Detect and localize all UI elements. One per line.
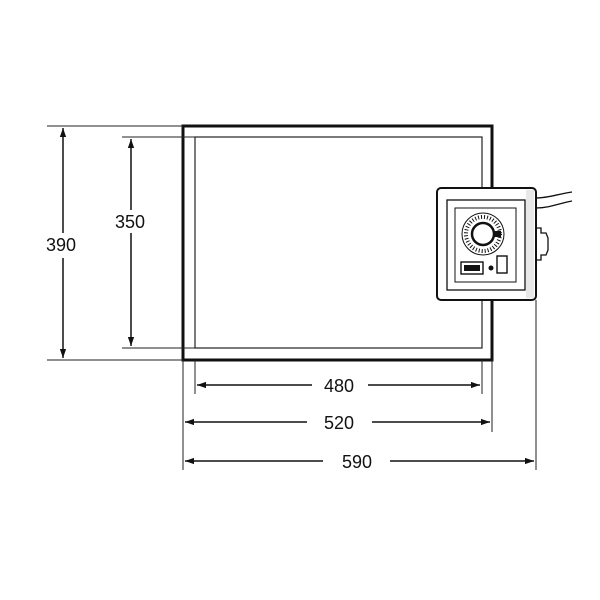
indicator-light-fill bbox=[464, 265, 480, 271]
status-dot bbox=[488, 265, 494, 271]
dimension-inner-width: 480 bbox=[197, 376, 480, 396]
width-extension-lines bbox=[182, 300, 537, 470]
dim-label-480: 480 bbox=[324, 376, 354, 396]
control-box-shadow-side bbox=[526, 190, 534, 298]
dimension-frame-width: 520 bbox=[185, 413, 490, 433]
dimension-inner-height: 350 bbox=[115, 139, 145, 346]
side-knob bbox=[535, 227, 549, 261]
control-box bbox=[436, 187, 573, 301]
height-extension-lines bbox=[47, 125, 195, 361]
dim-label-520: 520 bbox=[324, 413, 354, 433]
dim-label-390: 390 bbox=[46, 235, 76, 255]
power-cord-body bbox=[536, 194, 572, 207]
dim-label-590: 590 bbox=[342, 452, 372, 472]
dim-label-350: 350 bbox=[115, 212, 145, 232]
dimension-outer-height: 390 bbox=[46, 128, 76, 358]
dial-knob bbox=[470, 221, 496, 247]
rocker-switch bbox=[496, 255, 508, 274]
dimension-overall-width: 590 bbox=[185, 452, 534, 472]
dial-pointer bbox=[494, 231, 501, 237]
power-cord bbox=[535, 191, 573, 209]
